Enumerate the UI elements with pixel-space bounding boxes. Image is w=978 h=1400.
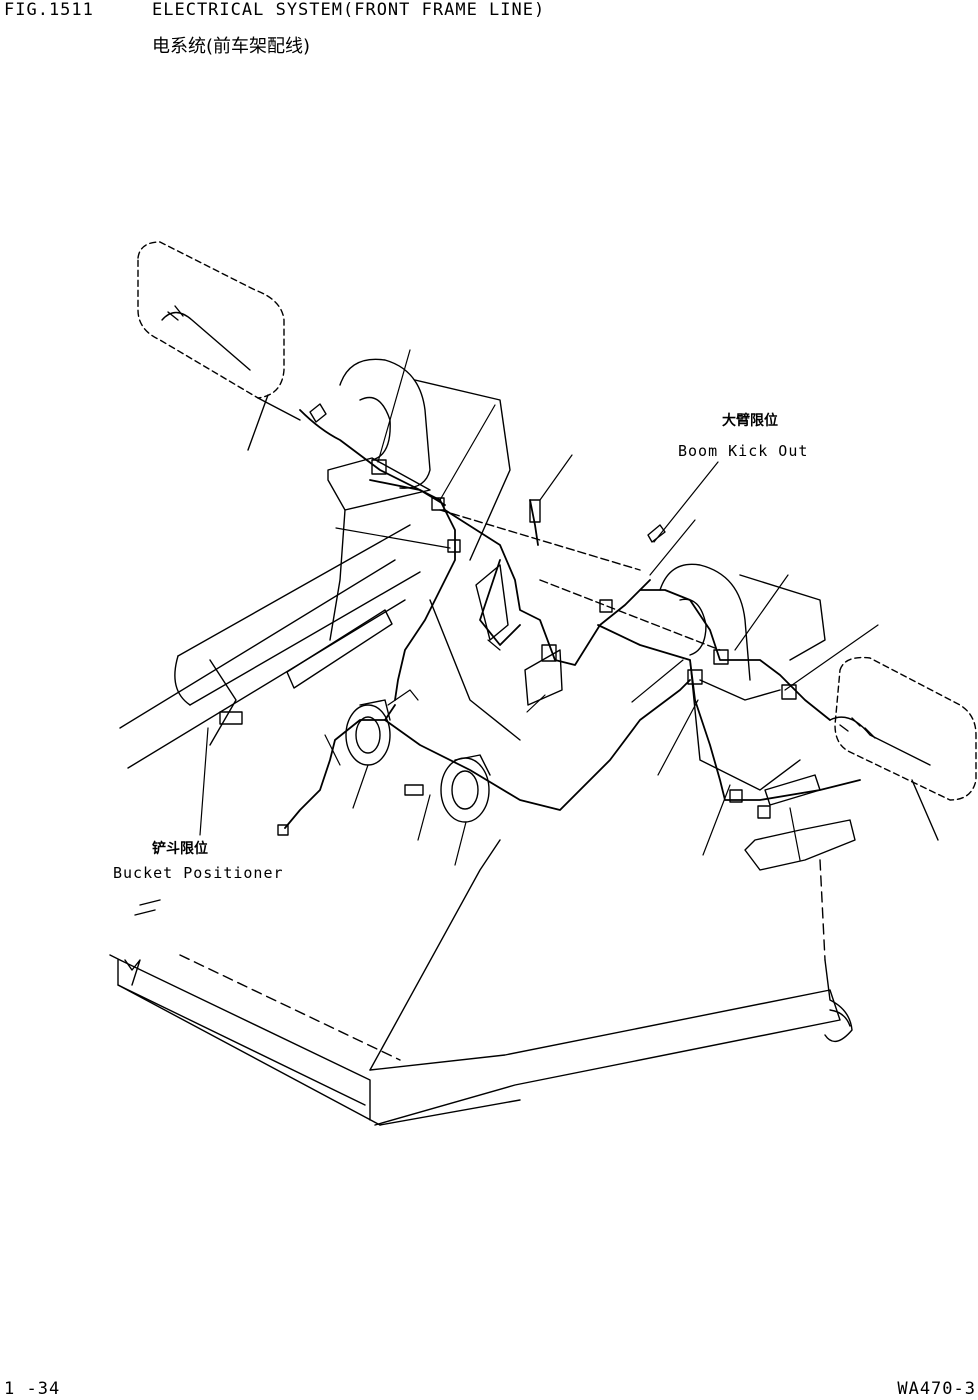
figure-number: FIG.1511 xyxy=(4,0,94,20)
frame-centerline xyxy=(439,509,721,651)
horn-left xyxy=(345,699,391,766)
boom-cylinder xyxy=(119,524,421,769)
wiring-harness xyxy=(284,409,861,829)
left-headlamp xyxy=(137,241,301,451)
horn-right xyxy=(440,754,491,823)
lower-frame-body xyxy=(109,819,856,1126)
model-number: WA470-3 xyxy=(897,1379,976,1399)
boom-kick-out-label: Boom Kick Out xyxy=(678,442,809,460)
right-headlamp xyxy=(829,656,977,841)
bucket-positioner-label: Bucket Positioner xyxy=(113,864,284,882)
bucket-positioner-label-cn: 铲斗限位 xyxy=(152,841,208,857)
left-frame-tower xyxy=(327,358,521,741)
page-title: ELECTRICAL SYSTEM(FRONT FRAME LINE) xyxy=(152,0,546,20)
page-number: 1 -34 xyxy=(4,1379,61,1399)
boom-kick-out-label-cn: 大臂限位 xyxy=(722,413,778,429)
leader-lines xyxy=(199,349,879,866)
connectors xyxy=(219,403,821,836)
page-title-chinese: 电系统(前车架配线) xyxy=(152,36,311,57)
